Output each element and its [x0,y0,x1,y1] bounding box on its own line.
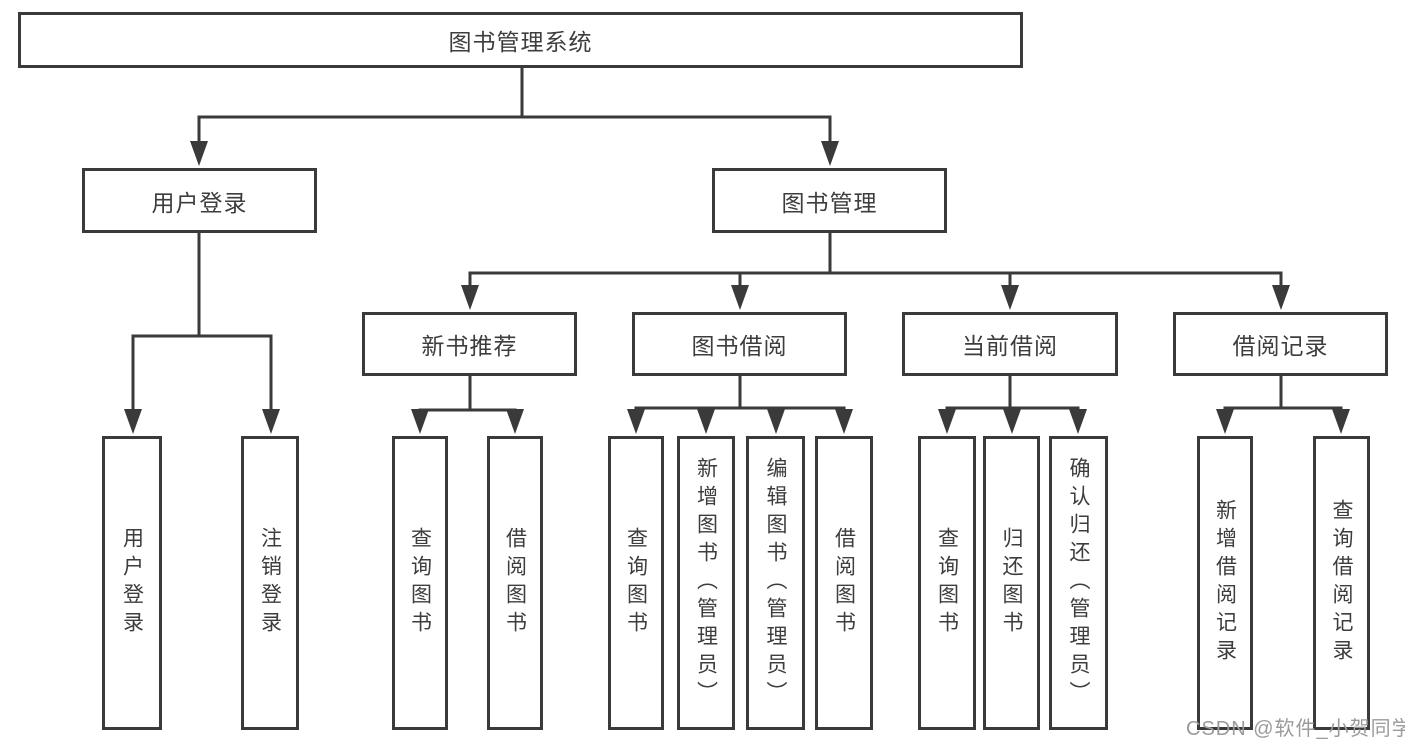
leaf-borrow-books-recommend: 借阅图书 [487,436,543,730]
leaf-query-books-recommend-label: 查询图书 [408,527,432,639]
leaf-query-books-current: 查询图书 [918,436,976,730]
leaf-edit-books-admin-label: 编辑图书（管理员） [764,457,787,709]
node-current-borrow-label: 当前借阅 [962,333,1058,359]
leaf-user-login-label: 用户登录 [120,527,144,639]
leaf-query-books-borrow: 查询图书 [608,436,664,730]
node-book-management: 图书管理 [712,168,947,233]
leaf-query-borrow-record: 查询借阅记录 [1313,436,1370,730]
node-book-borrow-label: 图书借阅 [691,333,788,359]
leaf-return-books-label: 归还图书 [1000,527,1023,639]
leaf-return-books: 归还图书 [983,436,1040,730]
leaf-query-books-current-label: 查询图书 [935,527,959,639]
leaf-add-borrow-record: 新增借阅记录 [1197,436,1253,730]
leaf-confirm-return-admin: 确认归还（管理员） [1049,436,1108,730]
leaf-user-logout-label: 注销登录 [258,527,282,639]
leaf-query-borrow-record-label: 查询借阅记录 [1330,499,1353,667]
node-book-management-label: 图书管理 [781,189,878,216]
leaf-user-logout: 注销登录 [241,436,299,730]
node-borrow-records-label: 借阅记录 [1232,333,1329,359]
node-book-borrow: 图书借阅 [632,312,847,376]
node-current-borrow: 当前借阅 [902,312,1118,376]
node-new-book-recommend: 新书推荐 [362,312,577,376]
leaf-query-books-recommend: 查询图书 [392,436,448,730]
watermark: CSDN @软件_小贺同学 [1186,718,1405,740]
leaf-user-login: 用户登录 [102,436,162,730]
node-user-login: 用户登录 [82,168,317,233]
leaf-confirm-return-admin-label: 确认归还（管理员） [1067,457,1090,709]
node-user-login-label: 用户登录 [151,189,248,216]
leaf-add-books-admin-label: 新增图书（管理员） [694,457,718,709]
node-root: 图书管理系统 [18,12,1023,68]
node-borrow-records: 借阅记录 [1173,312,1388,376]
leaf-query-books-borrow-label: 查询图书 [624,527,648,639]
node-new-book-recommend-label: 新书推荐 [421,333,518,359]
leaf-borrow-books-recommend-label: 借阅图书 [503,527,527,639]
leaf-add-borrow-record-label: 新增借阅记录 [1213,499,1237,667]
leaf-borrow-books: 借阅图书 [815,436,873,730]
node-root-label: 图书管理系统 [448,29,593,55]
leaf-borrow-books-label: 借阅图书 [832,527,856,639]
leaf-add-books-admin: 新增图书（管理员） [677,436,735,730]
leaf-edit-books-admin: 编辑图书（管理员） [746,436,805,730]
